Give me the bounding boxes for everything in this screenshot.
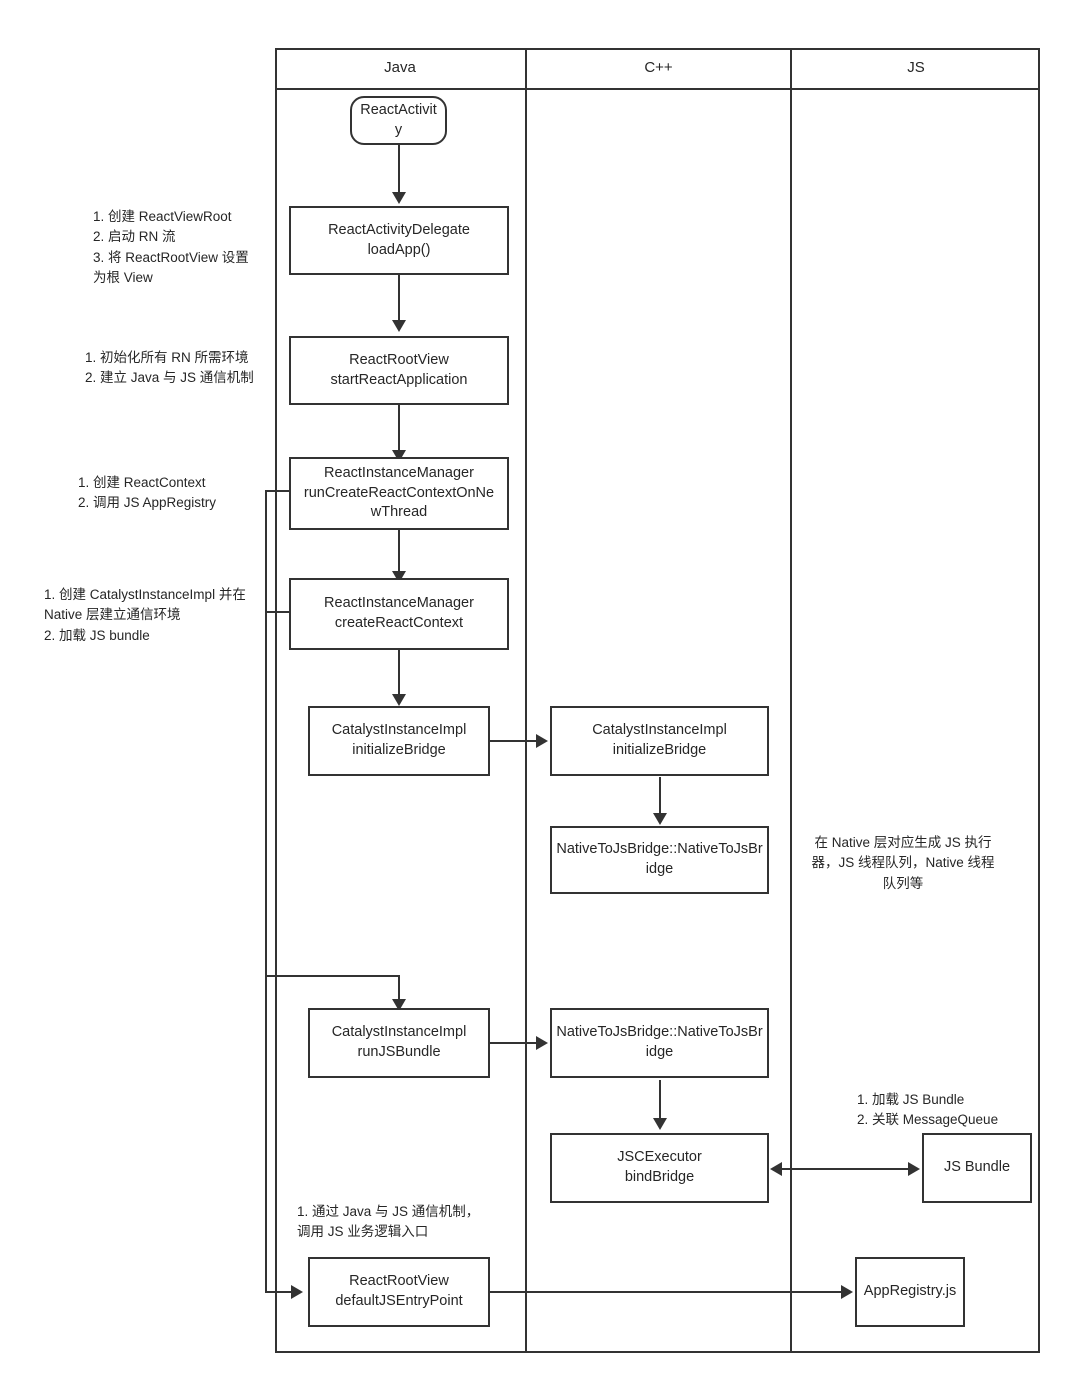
edge-spine-to-entrypoint-arrow <box>291 1285 303 1299</box>
edge-spine-to-runjsbundle-v <box>398 975 400 1002</box>
edge-cppinit-to-bridge-line <box>659 777 661 817</box>
edge-bridge-to-jscexecutor-arrow <box>653 1118 667 1130</box>
edge-createcontext-left-stub <box>265 611 291 613</box>
lane-title-java: Java <box>384 59 416 76</box>
node-js-bundle[interactable]: JS Bundle <box>922 1133 1032 1203</box>
edge-runjsbundle-to-bridge-line <box>490 1042 538 1044</box>
note-start-react-application: 1. 初始化所有 RN 所需环境 2. 建立 Java 与 JS 通信机制 <box>85 350 254 386</box>
edge-spine-to-runjsbundle-h <box>265 975 400 977</box>
edge-startapp-to-runcreate-line <box>398 405 400 452</box>
swimlane-header-rule <box>275 88 1040 90</box>
node-jsc-executor-bind-bridge-label: JSCExecutor bindBridge <box>617 1149 702 1185</box>
edge-createcontext-to-initbridge-arrow <box>392 694 406 706</box>
node-js-bundle-label: JS Bundle <box>943 1159 1011 1176</box>
edge-entrypoint-to-appregistry-line <box>490 1291 843 1293</box>
node-app-registry-js-label: AppRegistry.js <box>863 1283 957 1300</box>
node-jsc-executor-bind-bridge[interactable]: JSCExecutor bindBridge <box>550 1133 769 1203</box>
node-native-to-js-bridge-1[interactable]: NativeToJsBridge::NativeToJsBr idge <box>550 826 769 894</box>
edge-runcreate-to-createcontext-line <box>398 530 400 575</box>
edge-spine-to-entrypoint-h <box>265 1291 293 1293</box>
swimlane-frame <box>275 48 1040 1353</box>
node-react-instance-manager-create-context[interactable]: ReactInstanceManager createReactContext <box>289 578 509 650</box>
edge-runcreate-left-stub <box>265 490 291 492</box>
edge-createcontext-to-initbridge-line <box>398 650 400 696</box>
node-catalyst-instance-impl-init-bridge-java[interactable]: CatalystInstanceImpl initializeBridge <box>308 706 490 776</box>
node-react-activity-delegate[interactable]: ReactActivityDelegate loadApp() <box>289 206 509 275</box>
node-native-to-js-bridge-2[interactable]: NativeToJsBridge::NativeToJsBr idge <box>550 1008 769 1078</box>
note-create-react-context: 1. 创建 ReactContext 2. 调用 JS AppRegistry <box>78 475 217 511</box>
edge-initbridge-java-to-cpp-line <box>490 740 538 742</box>
node-native-to-js-bridge-2-label: NativeToJsBridge::NativeToJsBr idge <box>556 1024 763 1060</box>
edge-delegate-to-startapp-arrow <box>392 320 406 332</box>
node-catalyst-instance-impl-run-js-bundle[interactable]: CatalystInstanceImpl runJSBundle <box>308 1008 490 1078</box>
node-catalyst-instance-impl-init-bridge-cpp[interactable]: CatalystInstanceImpl initializeBridge <box>550 706 769 776</box>
edge-jscexecutor-jsbundle-arrow-right <box>908 1162 920 1176</box>
note-catalyst-instance: 1. 创建 CatalystInstanceImpl 并在 Native 层建立… <box>44 587 246 643</box>
edge-delegate-to-startapp-line <box>398 275 400 322</box>
node-native-to-js-bridge-1-label: NativeToJsBridge::NativeToJsBr idge <box>556 841 763 877</box>
edge-jscexecutor-jsbundle-arrow-left <box>770 1162 782 1176</box>
lane-divider-java-cpp <box>525 48 527 1353</box>
lane-divider-cpp-js <box>790 48 792 1353</box>
node-react-instance-manager-run-create[interactable]: ReactInstanceManager runCreateReactConte… <box>289 457 509 530</box>
note-js-bundle-load: 1. 加载 JS Bundle 2. 关联 MessageQueue <box>857 1092 999 1128</box>
edge-jscexecutor-jsbundle-line <box>782 1168 910 1170</box>
node-react-root-view-default-js-entry-point-label: ReactRootView defaultJSEntryPoint <box>335 1273 463 1309</box>
node-react-root-view-start[interactable]: ReactRootView startReactApplication <box>289 336 509 405</box>
node-catalyst-instance-impl-init-bridge-cpp-label: CatalystInstanceImpl initializeBridge <box>592 722 727 758</box>
note-js-entry-point: 1. 通过 Java 与 JS 通信机制， 调用 JS 业务逻辑入口 <box>297 1204 480 1240</box>
node-react-activity[interactable]: ReactActivit y <box>350 96 447 145</box>
note-load-app: 1. 创建 ReactViewRoot 2. 启动 RN 流 3. 将 Reac… <box>93 209 249 285</box>
node-app-registry-js[interactable]: AppRegistry.js <box>855 1257 965 1327</box>
node-react-activity-label: ReactActivit y <box>360 101 437 138</box>
edge-left-spine <box>265 490 267 1293</box>
lane-title-js: JS <box>907 59 925 76</box>
edge-activity-to-delegate-line <box>398 145 400 194</box>
edge-cppinit-to-bridge-arrow <box>653 813 667 825</box>
note-native-layer: 在 Native 层对应生成 JS 执行 器，JS 线程队列，Native 线程… <box>811 835 995 891</box>
node-react-root-view-default-js-entry-point[interactable]: ReactRootView defaultJSEntryPoint <box>308 1257 490 1327</box>
edge-bridge-to-jscexecutor-line <box>659 1080 661 1122</box>
node-catalyst-instance-impl-run-js-bundle-label: CatalystInstanceImpl runJSBundle <box>331 1024 467 1060</box>
node-react-instance-manager-create-context-label: ReactInstanceManager createReactContext <box>324 595 474 631</box>
edge-runjsbundle-to-bridge-arrow <box>536 1036 548 1050</box>
node-react-instance-manager-run-create-label: ReactInstanceManager runCreateReactConte… <box>303 465 495 521</box>
edge-entrypoint-to-appregistry-arrow <box>841 1285 853 1299</box>
node-react-activity-delegate-label: ReactActivityDelegate loadApp() <box>328 221 470 258</box>
node-react-root-view-start-label: ReactRootView startReactApplication <box>330 351 468 388</box>
edge-initbridge-java-to-cpp-arrow <box>536 734 548 748</box>
edge-activity-to-delegate-arrow <box>392 192 406 204</box>
lane-title-cpp: C++ <box>644 59 673 76</box>
node-catalyst-instance-impl-init-bridge-java-label: CatalystInstanceImpl initializeBridge <box>331 722 467 758</box>
